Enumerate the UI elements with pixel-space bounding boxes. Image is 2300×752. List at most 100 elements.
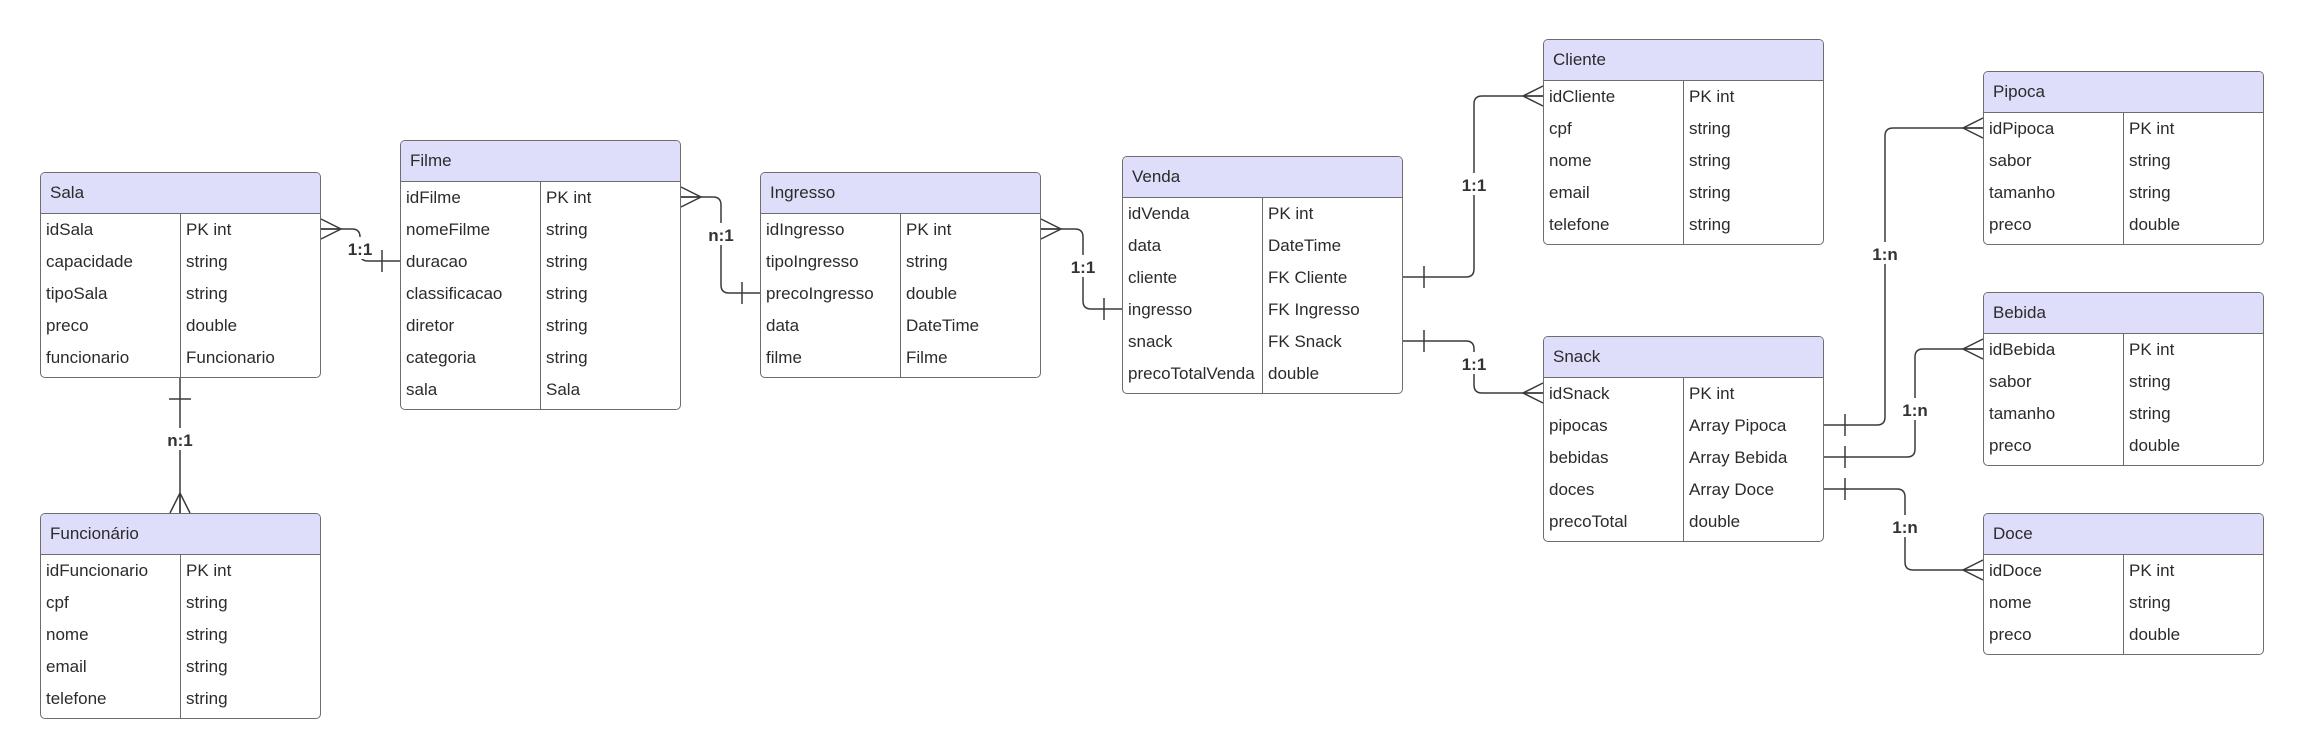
attribute-name: idPipoca	[1984, 113, 2124, 145]
attribute-name: funcionario	[41, 342, 181, 374]
attribute-type: PK int	[1268, 204, 1314, 223]
attribute-type: Array Pipoca	[1689, 416, 1787, 435]
entity-title: Filme	[401, 141, 680, 182]
attribute-name: idCliente	[1544, 81, 1684, 113]
attribute-type: string	[546, 284, 588, 303]
attribute-row: cpf string	[1544, 113, 1823, 145]
attribute-type: PK int	[2129, 561, 2175, 580]
attribute-type: PK int	[1689, 87, 1735, 106]
attribute-type: string	[1689, 151, 1731, 170]
attribute-type: string	[2129, 151, 2171, 170]
attribute-type: FK Ingresso	[1268, 300, 1360, 319]
attribute-type: string	[1689, 119, 1731, 138]
crows-foot-many	[169, 491, 191, 514]
attribute-type: double	[2129, 215, 2181, 234]
crows-foot-many	[1961, 338, 1984, 360]
attribute-name: idDoce	[1984, 555, 2124, 587]
crows-foot-many	[320, 218, 343, 240]
attribute-type: PK int	[546, 188, 592, 207]
attribute-name: nome	[41, 619, 181, 651]
attribute-type: FK Cliente	[1268, 268, 1348, 287]
attribute-name: idIngresso	[761, 214, 901, 246]
attribute-type: string	[2129, 593, 2171, 612]
attribute-type: double	[1268, 364, 1320, 383]
attribute-type: string	[186, 689, 228, 708]
relationship-label-venda-cliente: 1:1	[1459, 173, 1489, 195]
attribute-row: ingresso FK Ingresso	[1123, 294, 1402, 326]
column-divider	[900, 214, 901, 377]
attribute-name: nome	[1984, 587, 2124, 619]
attribute-row: idIngresso PK int	[761, 214, 1040, 246]
attribute-type: string	[2129, 372, 2171, 391]
relationship-label-sala-filme: 1:1	[345, 237, 375, 259]
attribute-name: preco	[1984, 209, 2124, 241]
attribute-type: Array Doce	[1689, 480, 1775, 499]
crows-foot-many	[1040, 218, 1063, 240]
attribute-name: capacidade	[41, 246, 181, 278]
entity-title: Snack	[1544, 337, 1823, 378]
column-divider	[2123, 113, 2124, 244]
attribute-type: PK int	[906, 220, 952, 239]
crows-foot-many	[1961, 117, 1984, 139]
attribute-name: telefone	[41, 683, 181, 715]
column-divider	[1262, 198, 1263, 393]
attribute-name: preco	[1984, 430, 2124, 462]
attribute-name: snack	[1123, 326, 1263, 358]
cardinality-label: 1:n	[1902, 401, 1928, 420]
column-divider	[1683, 81, 1684, 244]
crows-foot-many	[1521, 85, 1544, 107]
attribute-name: tamanho	[1984, 177, 2124, 209]
attribute-type: PK int	[2129, 119, 2175, 138]
attribute-name: email	[41, 651, 181, 683]
attribute-name: cpf	[1544, 113, 1684, 145]
attribute-name: cliente	[1123, 262, 1263, 294]
entity-title: Funcionário	[41, 514, 320, 555]
cardinality-label: 1:n	[1892, 518, 1918, 537]
attribute-name: idFuncionario	[41, 555, 181, 587]
attribute-type: DateTime	[1268, 236, 1342, 255]
relationship-label-ingresso-venda: 1:1	[1068, 255, 1098, 277]
attribute-name: ingresso	[1123, 294, 1263, 326]
attribute-row: nome string	[1984, 587, 2263, 619]
attribute-type: string	[186, 593, 228, 612]
attribute-name: sabor	[1984, 366, 2124, 398]
column-divider	[180, 214, 181, 377]
attribute-type: string	[2129, 404, 2171, 423]
attribute-name: telefone	[1544, 209, 1684, 241]
attribute-type: double	[2129, 436, 2181, 455]
cardinality-label: n:1	[708, 226, 734, 245]
relationship-label-snack-doce: 1:n	[1890, 515, 1920, 537]
entity-title: Pipoca	[1984, 72, 2263, 113]
attribute-type: string	[186, 625, 228, 644]
